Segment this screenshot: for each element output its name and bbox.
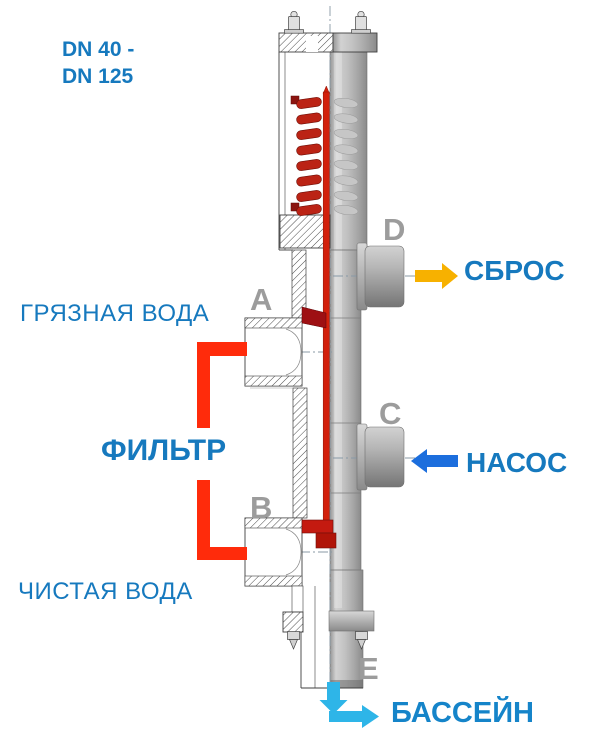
top-cap — [278, 32, 378, 53]
top-bolt-left — [284, 10, 304, 34]
dirty-water-label: ГРЯЗНАЯ ВОДА — [20, 300, 210, 327]
port-c-label: C — [379, 396, 402, 431]
pump-label: НАСОС — [466, 447, 568, 478]
valve-body-section — [244, 52, 363, 689]
discharge-arrow — [415, 263, 458, 289]
port-e-label: E — [358, 651, 379, 686]
valve-piston-b — [301, 519, 337, 549]
port-d-stub — [356, 242, 405, 311]
pool-label: БАССЕЙН — [391, 697, 534, 729]
top-bolt-right — [351, 10, 371, 34]
bottom-bolt-right — [355, 631, 368, 650]
spring-section — [290, 95, 322, 216]
pool-arrow — [319, 682, 379, 728]
bottom-bolt-left — [287, 631, 300, 650]
valve-seal-a — [301, 306, 327, 329]
port-b-label: B — [250, 490, 273, 525]
spring-render — [333, 97, 359, 216]
dn-range-label: DN 40 - DN 125 — [62, 36, 134, 90]
clean-water-label: ЧИСТАЯ ВОДА — [18, 578, 193, 605]
filter-bracket-top — [197, 342, 247, 428]
port-c-stub — [356, 423, 405, 491]
port-a-label: A — [250, 282, 273, 317]
dn-range-line2: DN 125 — [62, 65, 134, 88]
port-d-label: D — [383, 212, 406, 247]
pump-arrow — [411, 449, 458, 473]
bottom-flange-ring — [328, 610, 375, 632]
dn-range-line1: DN 40 - — [62, 38, 135, 61]
filter-bracket-bottom — [197, 480, 247, 560]
filter-label: ФИЛЬТР — [101, 434, 227, 467]
discharge-label: СБРОС — [464, 255, 565, 286]
